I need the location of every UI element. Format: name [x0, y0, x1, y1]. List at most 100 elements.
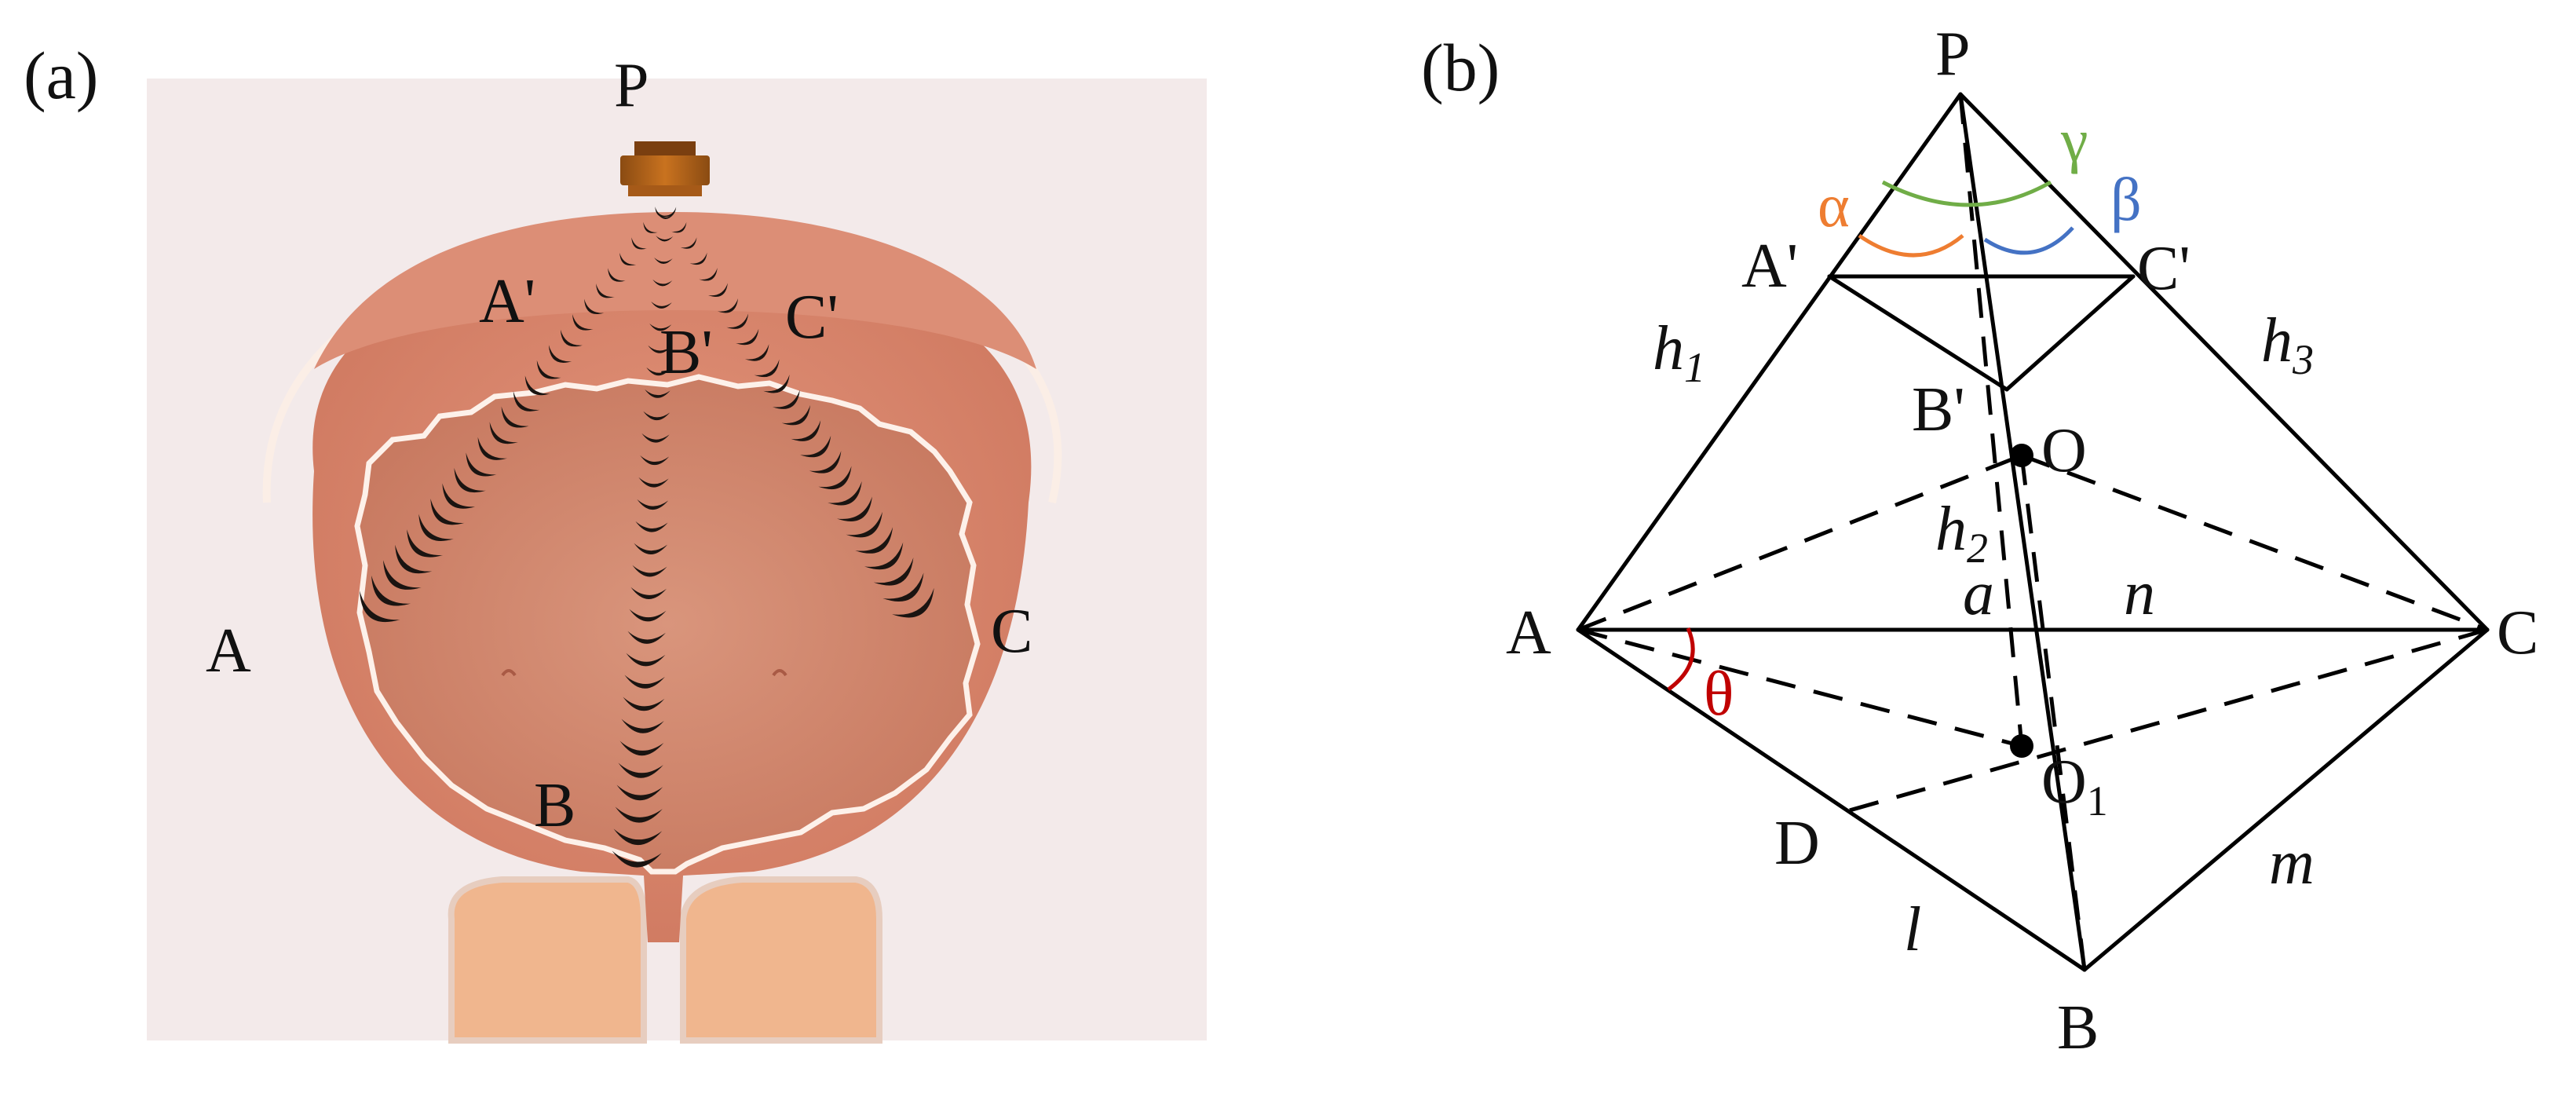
- beam-chevron: [360, 591, 400, 623]
- edge-label-n: n: [2124, 559, 2155, 628]
- beam-chevron: [632, 565, 667, 577]
- beam-chevron: [656, 236, 674, 242]
- beam-chevron: [489, 422, 518, 444]
- panel-a-bladder-illustration: (a) P A' B' C' A B C: [0, 0, 1225, 1097]
- angle-label-gamma: γ: [2060, 106, 2088, 174]
- beam-chevron: [596, 283, 615, 298]
- beam-chevron: [781, 404, 810, 426]
- label-C: C: [991, 597, 1032, 666]
- beam-chevron: [809, 451, 842, 474]
- ureteric-orifice-right: [772, 669, 787, 677]
- beam-chevron: [635, 521, 668, 532]
- beam-chevron: [619, 252, 637, 266]
- beam-chevron: [855, 527, 893, 554]
- beam-chevron: [629, 609, 667, 622]
- beam-chevron: [572, 314, 594, 331]
- beam-to-B: [612, 214, 674, 868]
- beam-chevron: [619, 740, 664, 756]
- beam-chevron: [395, 544, 433, 574]
- beam-to-C: [662, 207, 934, 618]
- beam-chevron: [383, 560, 422, 590]
- angle-label-alpha: α: [1818, 171, 1850, 240]
- vertex-O1: O1: [2041, 748, 2108, 825]
- ureteric-orifice-left: [501, 669, 517, 677]
- beam-chevrons: [360, 207, 934, 868]
- beam-chevron: [828, 481, 862, 506]
- beam-chevron: [671, 221, 687, 233]
- vertex-D: D: [1774, 809, 1820, 878]
- beam-chevron: [791, 420, 821, 441]
- beam-chevron: [699, 268, 718, 281]
- angle-label-beta: β: [2110, 165, 2142, 233]
- beam-chevron: [772, 389, 800, 409]
- label-P: P: [614, 51, 649, 120]
- beam-chevron: [371, 575, 411, 606]
- edge-CB: [2082, 627, 2490, 972]
- beam-chevron: [643, 411, 670, 421]
- beam-chevron: [513, 390, 540, 411]
- beam-chevron: [643, 221, 658, 233]
- beam-chevron: [654, 258, 673, 264]
- edge-label-h2: h2: [1935, 495, 1988, 572]
- beam-chevron: [662, 207, 677, 217]
- light-source-cap: [620, 141, 710, 196]
- dashed-CD: [1840, 627, 2488, 815]
- beam-chevron: [466, 452, 497, 477]
- point-O1: [2010, 734, 2033, 758]
- beam-chevron: [623, 697, 665, 711]
- beam-chevron: [641, 433, 670, 443]
- edge-PA: [1576, 92, 1963, 632]
- edge-label-h1: h1: [1653, 314, 1705, 391]
- beam-chevron: [708, 283, 728, 297]
- beam-chevron: [630, 587, 667, 599]
- dashed-OB: [2019, 455, 2087, 971]
- beam-chevron: [627, 631, 666, 644]
- angle-alpha-arc: [1858, 233, 1964, 258]
- edge-label-m: m: [2269, 828, 2315, 898]
- beam-chevron: [640, 455, 670, 466]
- bladder-illustration: (a) P A' B' C' A B C: [24, 38, 1207, 1044]
- beam-chevron: [726, 313, 749, 329]
- vertex-B: B: [2057, 993, 2099, 1062]
- beam-chevron: [631, 237, 648, 250]
- beam-chevron: [680, 237, 697, 249]
- label-B-prime: B': [660, 318, 713, 387]
- beam-chevron: [800, 435, 831, 458]
- beam-chevron: [442, 483, 476, 509]
- beam-to-A: [360, 207, 669, 623]
- edge-PB: [1958, 92, 2087, 972]
- vertex-O: O: [2041, 416, 2087, 485]
- beam-chevron: [560, 329, 583, 347]
- beam-chevron: [624, 675, 665, 689]
- beam-chevron: [634, 543, 668, 554]
- beam-chevron: [613, 828, 663, 846]
- beam-chevron: [818, 466, 852, 490]
- beam-chevron: [864, 542, 904, 570]
- label-A: A: [206, 616, 251, 686]
- vertex-C-prime: C': [2137, 234, 2191, 303]
- vertex-P: P: [1935, 20, 1971, 89]
- beam-chevron: [608, 268, 626, 282]
- beam-chevron: [548, 345, 572, 363]
- angle-gamma-arc: [1881, 180, 2052, 207]
- edge-C-prime-B-prime: [2004, 274, 2136, 392]
- beam-chevron: [626, 653, 666, 667]
- beam-chevron: [430, 499, 465, 525]
- beam-chevron: [873, 557, 914, 586]
- prostate-lobes: [448, 876, 882, 1044]
- beam-chevron: [892, 587, 934, 618]
- beam-chevron: [638, 477, 669, 488]
- edge-label-l: l: [1904, 895, 1921, 964]
- beam-chevron: [645, 389, 670, 398]
- beam-chevron: [524, 375, 550, 396]
- beam-chevron: [836, 496, 872, 521]
- panel-a-tag: (a): [24, 38, 98, 113]
- point-O: [2010, 444, 2033, 467]
- beam-chevron: [621, 719, 664, 733]
- beam-chevron: [652, 279, 673, 287]
- beam-chevron: [536, 360, 561, 379]
- beam-chevron: [657, 214, 674, 219]
- beam-chevron: [616, 784, 663, 801]
- edge-label-a: a: [1963, 559, 1994, 628]
- beam-chevron: [615, 806, 663, 823]
